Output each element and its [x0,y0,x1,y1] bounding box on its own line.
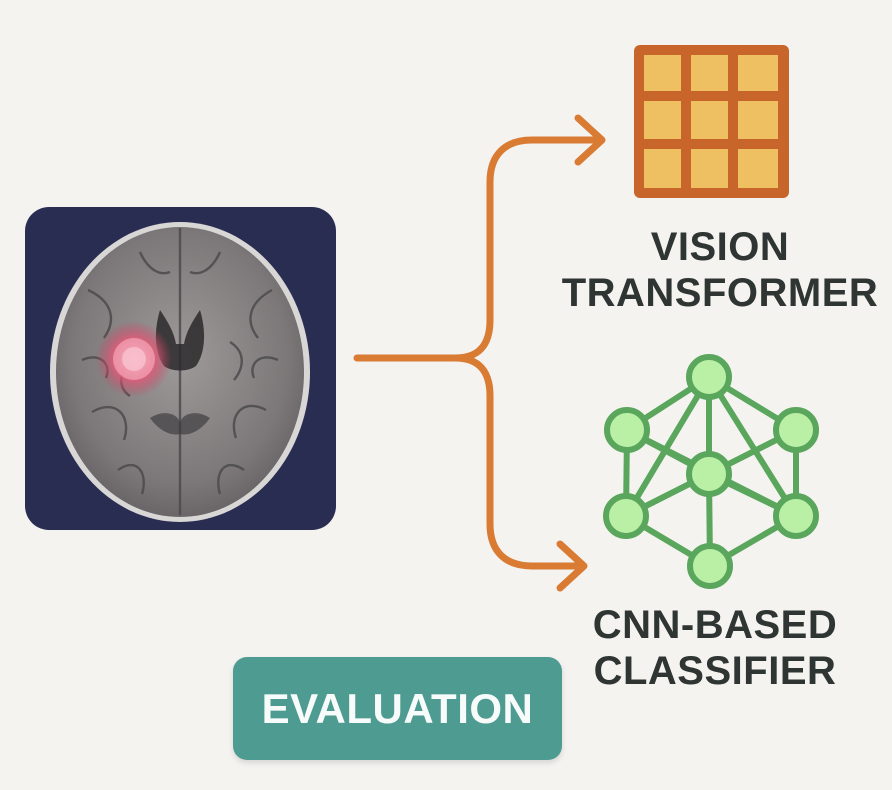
grid-icon [634,45,789,198]
branch-arrows [353,114,606,592]
cnn-classifier-label-line1: CNN-BASED [592,603,838,647]
evaluation-button[interactable]: EVALUATION [233,657,562,760]
vision-transformer-label-line1: VISION [650,225,790,269]
neural-network-icon [603,354,819,589]
cnn-classifier-label-line2: CLASSIFIER [593,649,837,693]
brain-mri-icon [25,207,336,530]
vision-transformer-label: VISION TRANSFORMER [560,224,880,316]
cnn-classifier-label: CNN-BASED CLASSIFIER [560,602,870,694]
vision-transformer-label-line2: TRANSFORMER [561,271,879,315]
